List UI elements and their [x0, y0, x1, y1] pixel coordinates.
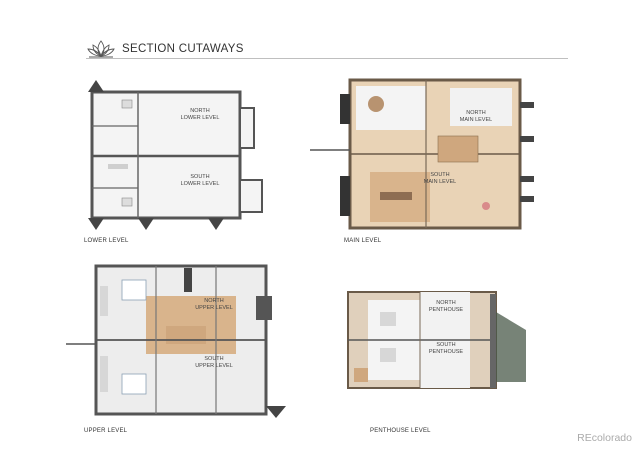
caption-main-level: MAIN LEVEL: [344, 238, 382, 244]
caption-upper-level: UPPER LEVEL: [84, 428, 128, 434]
page-title: SECTION CUTAWAYS: [122, 43, 244, 55]
caption-penthouse-level: PENTHOUSE LEVEL: [370, 428, 431, 434]
lotus-logo-icon: [87, 40, 115, 58]
watermark: REcolorado: [577, 432, 632, 444]
caption-lower-level: LOWER LEVEL: [84, 238, 129, 244]
page-header: SECTION CUTAWAYS: [86, 38, 244, 60]
header-divider: [86, 58, 568, 59]
